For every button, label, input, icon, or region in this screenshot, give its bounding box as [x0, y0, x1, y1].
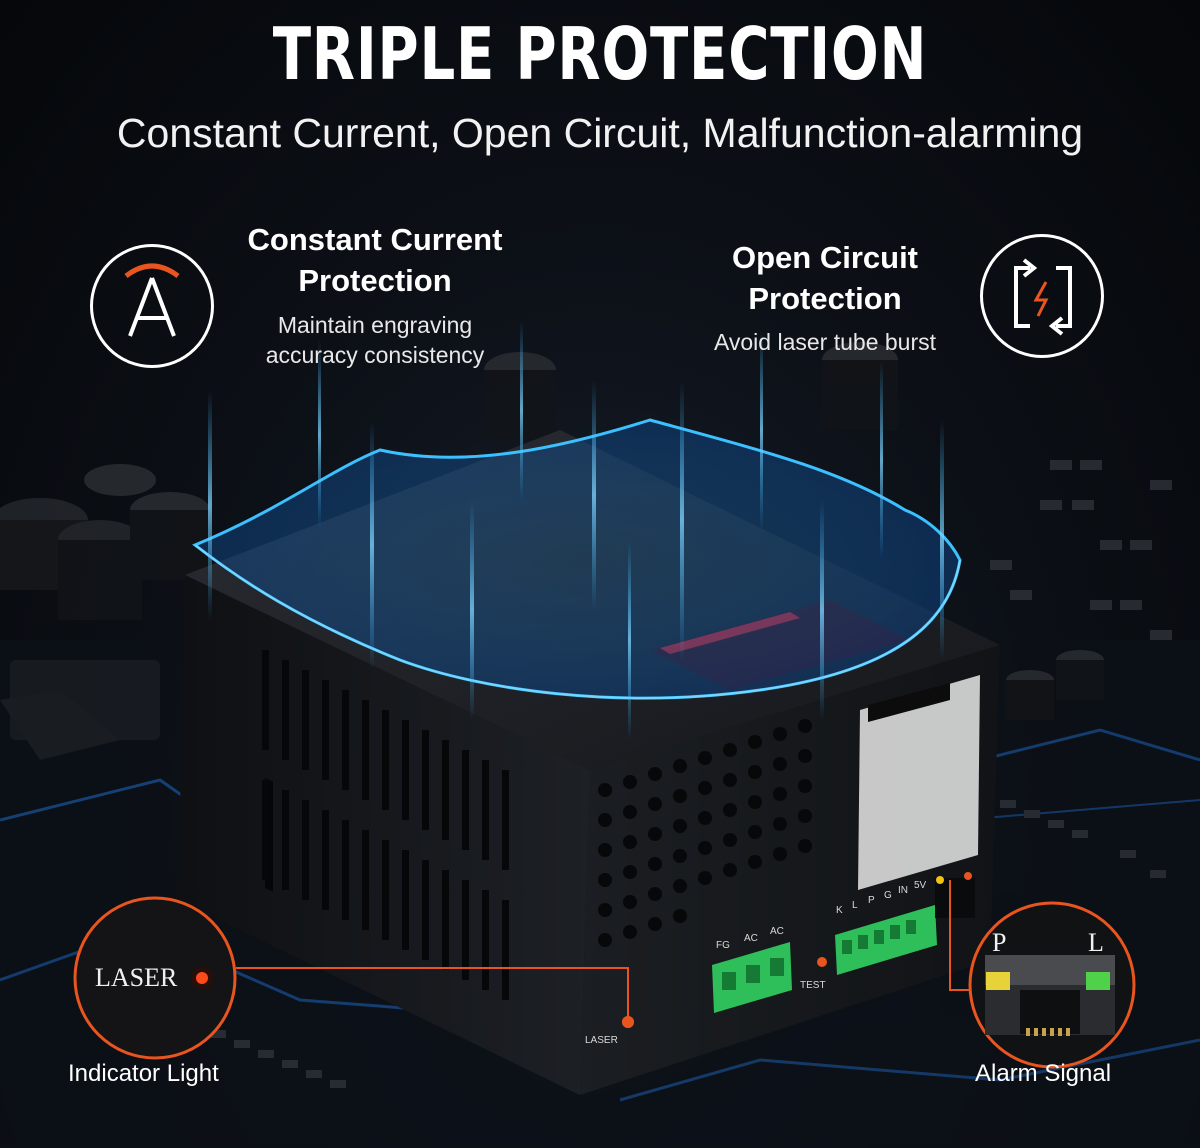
alarm-signal-callout: [968, 901, 1136, 1069]
callout-lines: [236, 880, 972, 1020]
page-subtitle: Constant Current, Open Circuit, Malfunct…: [116, 110, 1084, 156]
feature-desc-open-circuit: Avoid laser tube burst: [713, 329, 937, 355]
signal-label-g: G: [884, 890, 892, 901]
test-label: TEST: [800, 980, 826, 991]
laser-label: LASER: [585, 1035, 618, 1046]
terminal-label-fg: FG: [716, 940, 730, 951]
signal-label-l: L: [852, 900, 858, 911]
indicator-badge-text: LASER: [95, 963, 178, 992]
indicator-light-label: Indicator Light: [68, 1060, 219, 1087]
feature-desc-constant-current: Maintain engraving accuracy consistency: [265, 312, 485, 368]
signal-label-5v: 5V: [914, 880, 927, 891]
page-title: TRIPLE PROTECTION: [272, 12, 928, 96]
open-circuit-icon-circle: [980, 234, 1104, 358]
feature-title-constant-current: Constant Current Protection: [247, 222, 503, 298]
feature-title-open-circuit: Open Circuit Protection: [731, 240, 918, 316]
indicator-light-callout: [73, 896, 237, 1060]
constant-current-icon-circle: [90, 244, 214, 368]
terminal-label-ac-1: AC: [744, 933, 758, 944]
signal-label-in: IN: [898, 885, 908, 896]
alarm-badge-l: L: [1088, 928, 1104, 957]
signal-label-p: P: [868, 895, 875, 906]
alarm-badge-p: P: [992, 928, 1007, 957]
protection-shield: [192, 418, 962, 700]
signal-label-k: K: [836, 905, 843, 916]
alarm-signal-label: Alarm Signal: [975, 1060, 1112, 1087]
light-beams: [208, 320, 944, 740]
terminal-label-ac-2: AC: [770, 926, 784, 937]
